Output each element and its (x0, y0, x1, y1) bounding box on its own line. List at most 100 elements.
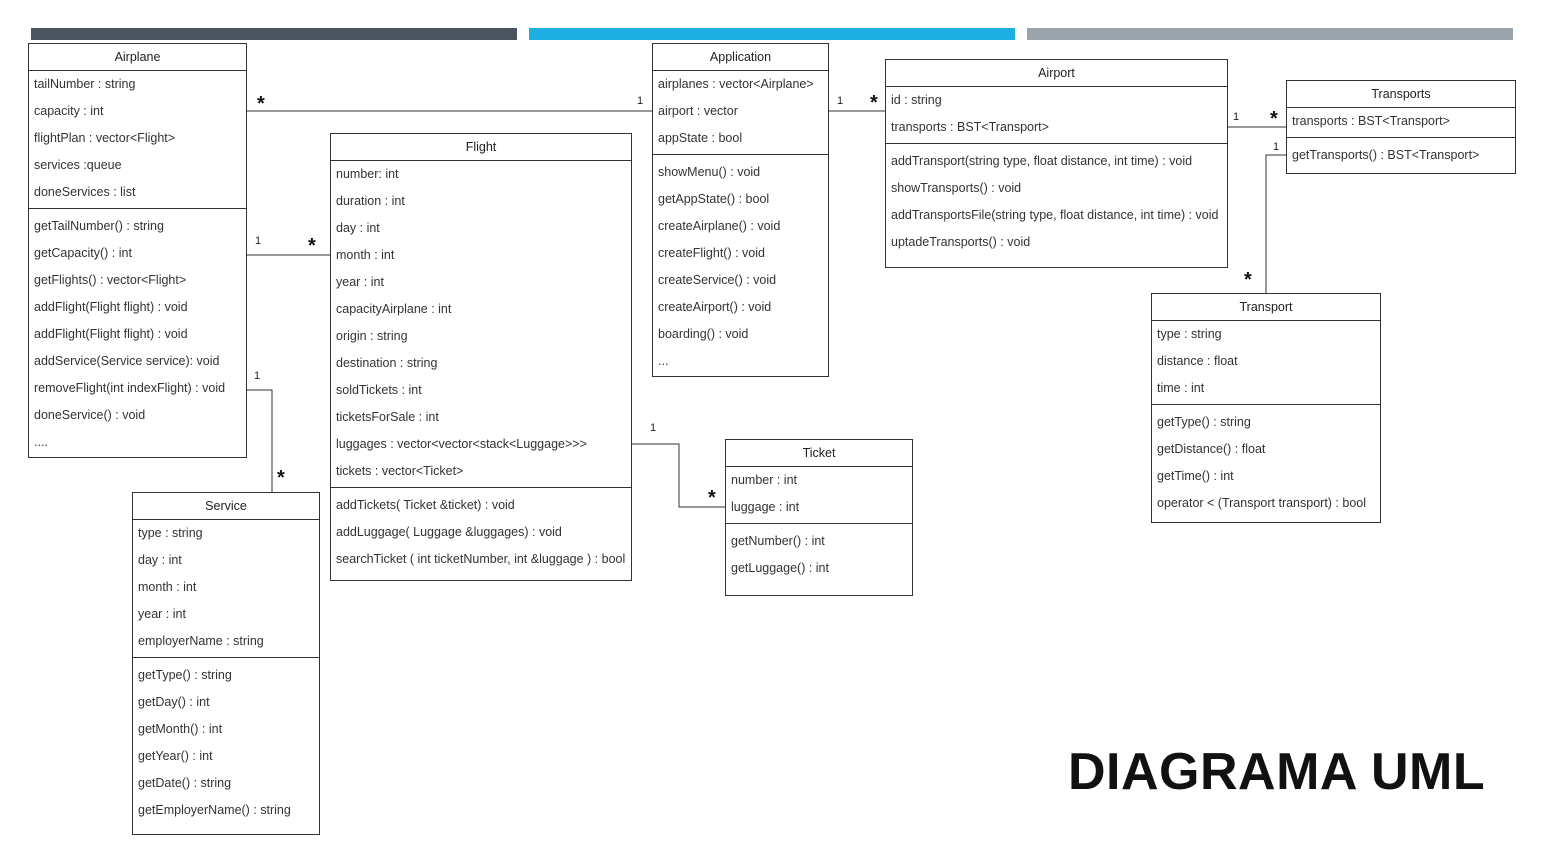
operation: showMenu() : void (658, 165, 761, 179)
class-airplane-operations: getTailNumber() : string getCapacity() :… (29, 208, 246, 458)
operation: getAppState() : bool (658, 192, 770, 206)
attribute: transports : BST<Transport> (891, 120, 1049, 134)
attribute: services :queue (34, 158, 122, 172)
operation: createService() : void (658, 273, 777, 287)
operation: getType() : string (1157, 415, 1251, 429)
operation: getFlights() : vector<Flight> (34, 273, 187, 287)
attribute: tickets : vector<Ticket> (336, 464, 464, 478)
operation: getMonth() : int (138, 722, 223, 736)
class-transports-attributes: transports : BST<Transport> (1287, 108, 1515, 137)
class-airport: Airport id : string transports : BST<Tra… (885, 59, 1228, 268)
attribute: type : string (1157, 327, 1222, 341)
class-airplane-attributes: tailNumber : string capacity : int fligh… (29, 71, 246, 208)
class-airport-name: Airport (886, 60, 1227, 87)
operation: addTransportsFile(string type, float dis… (891, 208, 1219, 222)
class-ticket-name: Ticket (726, 440, 912, 467)
attribute: tailNumber : string (34, 77, 136, 91)
link-airplane-service (247, 389, 273, 492)
class-application-operations: showMenu() : void getAppState() : bool c… (653, 154, 828, 377)
class-flight-name: Flight (331, 134, 631, 161)
mult-transports-transport-one: 1 (1273, 141, 1280, 153)
attribute: airplanes : vector<Airplane> (658, 77, 814, 91)
attribute: time : int (1157, 381, 1205, 395)
class-service-operations: getType() : string getDay() : int getMon… (133, 657, 319, 826)
mult-airplane-service-one: 1 (254, 370, 261, 382)
attribute: day : int (138, 553, 182, 567)
mult-airplane-service-star: * (277, 467, 285, 489)
attribute: year : int (138, 607, 186, 621)
mult-flight-ticket-one: 1 (650, 422, 657, 434)
operation: addTickets( Ticket &ticket) : void (336, 498, 515, 512)
operation: getEmployerName() : string (138, 803, 291, 817)
class-transports: Transports transports : BST<Transport> g… (1286, 80, 1516, 174)
mult-app-airport-star: * (870, 92, 878, 114)
attribute: duration : int (336, 194, 405, 208)
operation: showTransports() : void (891, 181, 1022, 195)
class-ticket-attributes: number : int luggage : int (726, 467, 912, 523)
attribute: soldTickets : int (336, 383, 422, 397)
operation: uptadeTransports() : void (891, 235, 1031, 249)
class-ticket: Ticket number : int luggage : int getNum… (725, 439, 913, 596)
operation: addTransport(string type, float distance… (891, 154, 1193, 168)
operation: searchTicket ( int ticketNumber, int &lu… (336, 552, 626, 566)
header-bar-dark (31, 28, 517, 40)
mult-airplane-flight-one: 1 (255, 235, 262, 247)
header-bar-light (1027, 28, 1513, 40)
page-title: DIAGRAMA UML (1068, 743, 1486, 801)
operation: getCapacity() : int (34, 246, 132, 260)
attribute: employerName : string (138, 634, 264, 648)
attribute: destination : string (336, 356, 438, 370)
class-application-name: Application (653, 44, 828, 71)
attribute: capacityAirplane : int (336, 302, 452, 316)
operation: createFlight() : void (658, 246, 765, 260)
operation: addFlight(Flight flight) : void (34, 327, 188, 341)
class-transport: Transport type : string distance : float… (1151, 293, 1381, 523)
class-flight-operations: addTickets( Ticket &ticket) : void addLu… (331, 487, 631, 575)
mult-airplane-app-star: * (257, 93, 265, 115)
class-transport-attributes: type : string distance : float time : in… (1152, 321, 1380, 404)
attribute: type : string (138, 526, 203, 540)
attribute: doneServices : list (34, 185, 136, 199)
attribute: distance : float (1157, 354, 1238, 368)
operation: getNumber() : int (731, 534, 825, 548)
attribute: airport : vector (658, 104, 738, 118)
operation: getYear() : int (138, 749, 213, 763)
class-airport-attributes: id : string transports : BST<Transport> (886, 87, 1227, 143)
operation: getType() : string (138, 668, 232, 682)
mult-flight-ticket-star: * (708, 487, 716, 509)
class-application: Application airplanes : vector<Airplane>… (652, 43, 829, 377)
operation: createAirplane() : void (658, 219, 781, 233)
class-flight: Flight number: int duration : int day : … (330, 133, 632, 581)
attribute: number: int (336, 167, 399, 181)
operation: getTailNumber() : string (34, 219, 164, 233)
mult-app-airport-one: 1 (837, 95, 844, 107)
operation: ... (658, 354, 669, 368)
operation: .... (34, 435, 48, 449)
class-application-attributes: airplanes : vector<Airplane> airport : v… (653, 71, 828, 154)
mult-airport-transports-star: * (1270, 108, 1278, 130)
operation: createAirport() : void (658, 300, 772, 314)
attribute: ticketsForSale : int (336, 410, 439, 424)
attribute: capacity : int (34, 104, 104, 118)
operation: getDate() : string (138, 776, 232, 790)
class-transports-operations: getTransports() : BST<Transport> (1287, 137, 1515, 171)
class-service-name: Service (133, 493, 319, 520)
class-service-attributes: type : string day : int month : int year… (133, 520, 319, 657)
attribute: flightPlan : vector<Flight> (34, 131, 176, 145)
operation: operator < (Transport transport) : bool (1157, 496, 1367, 510)
class-flight-attributes: number: int duration : int day : int mon… (331, 161, 631, 487)
operation: addService(Service service): void (34, 354, 220, 368)
attribute: day : int (336, 221, 380, 235)
mult-airport-transports-one: 1 (1233, 111, 1240, 123)
class-airport-operations: addTransport(string type, float distance… (886, 143, 1227, 258)
link-transports-transport (1265, 154, 1287, 293)
attribute: luggages : vector<vector<stack<Luggage>>… (336, 437, 587, 451)
attribute: transports : BST<Transport> (1292, 114, 1450, 128)
class-transport-name: Transport (1152, 294, 1380, 321)
attribute: month : int (138, 580, 197, 594)
operation: getDistance() : float (1157, 442, 1266, 456)
class-service: Service type : string day : int month : … (132, 492, 320, 835)
attribute: origin : string (336, 329, 408, 343)
class-transports-name: Transports (1287, 81, 1515, 108)
